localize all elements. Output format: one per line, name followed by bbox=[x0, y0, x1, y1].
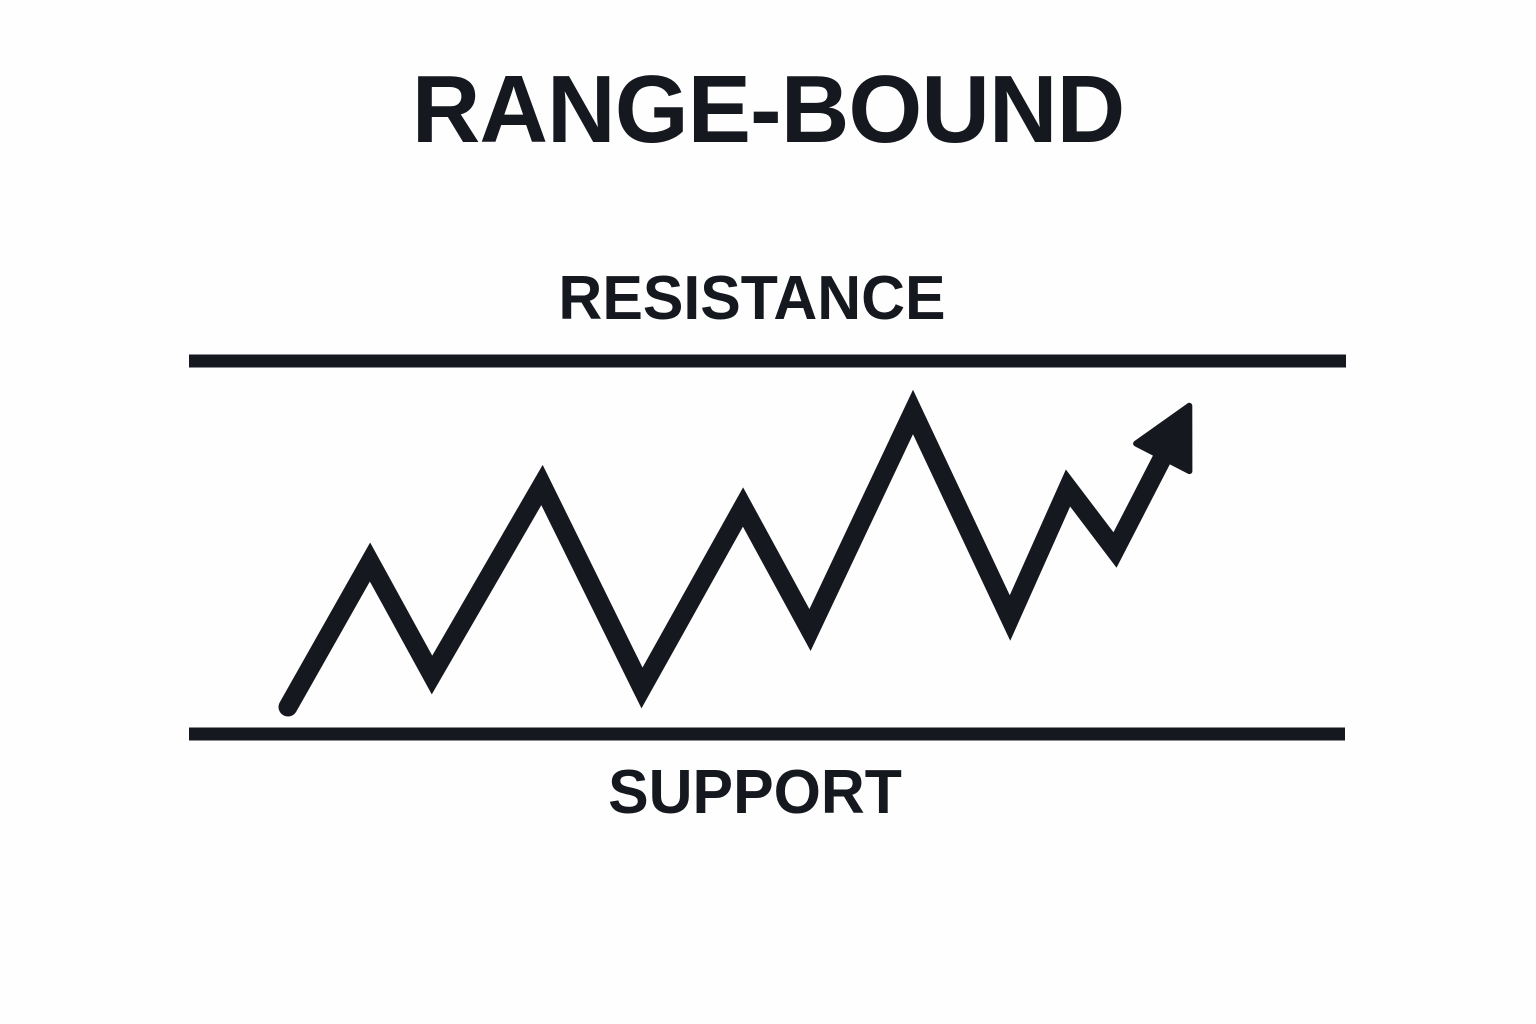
support-label: SUPPORT bbox=[608, 758, 902, 827]
resistance-label: RESISTANCE bbox=[558, 264, 946, 333]
page-title: RANGE-BOUND bbox=[411, 56, 1125, 163]
price-zigzag-line bbox=[278, 389, 1192, 717]
up-arrow-icon bbox=[1133, 402, 1193, 475]
